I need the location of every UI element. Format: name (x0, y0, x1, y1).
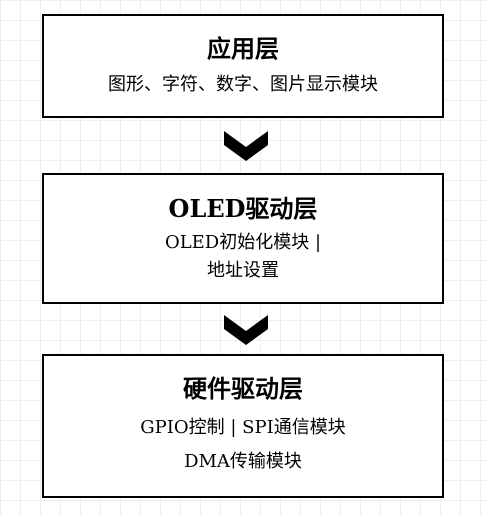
oled-driver-layer-line-1: OLED初始化模块 | (164, 231, 322, 253)
hardware-driver-layer-title: 硬件驱动层 (183, 374, 303, 403)
oled-driver-layer-line-2: 地址设置 (207, 259, 279, 281)
application-layer-title: 应用层 (207, 34, 279, 63)
chevron-down-icon (224, 315, 268, 345)
application-layer-description: 图形、字符、数字、图片显示模块 (108, 74, 378, 95)
hardware-driver-layer-line-2: DMA传输模块 (184, 451, 302, 472)
hardware-driver-layer-line-1: GPIO控制 | SPI通信模块 (140, 417, 346, 438)
application-layer-box: 应用层 图形、字符、数字、图片显示模块 (42, 14, 444, 118)
oled-driver-layer-title: OLED驱动层 (168, 193, 318, 223)
hardware-driver-layer-box: 硬件驱动层 GPIO控制 | SPI通信模块 DMA传输模块 (42, 354, 444, 498)
oled-driver-layer-box: OLED驱动层 OLED初始化模块 | 地址设置 (42, 173, 444, 304)
chevron-down-icon (224, 131, 268, 161)
